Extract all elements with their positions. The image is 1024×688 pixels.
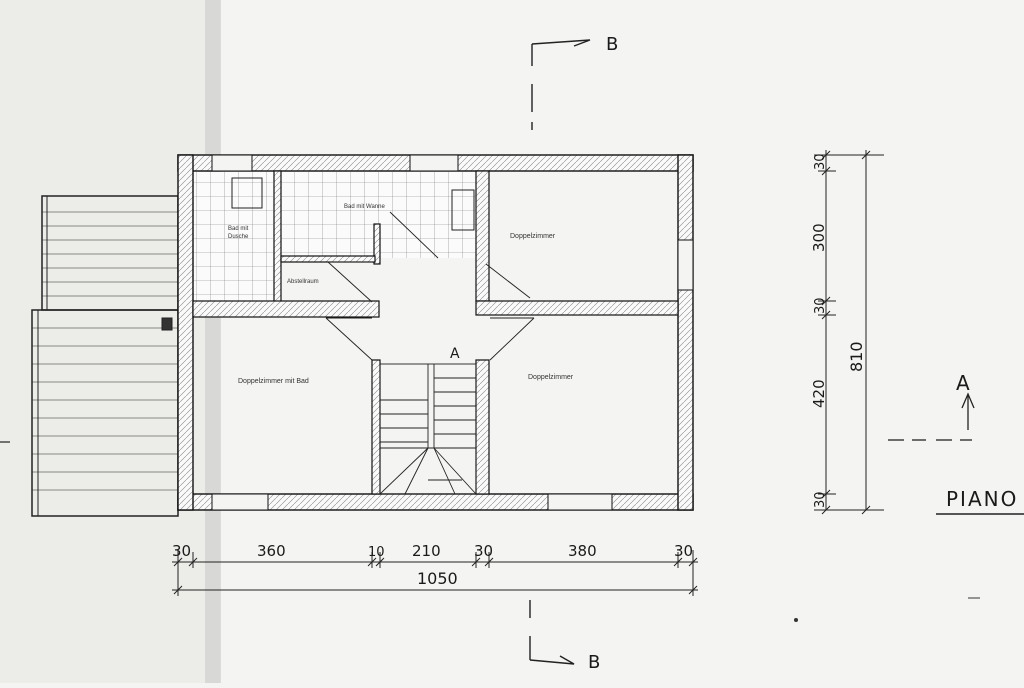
dim-h-3: 10 [368,545,385,560]
dim-v-5: 30 [813,491,828,508]
windows [211,154,694,511]
section-label-a: A [956,371,970,395]
section-label-b-top: B [606,34,618,55]
dim-h-4: 210 [412,542,441,560]
bathroom-shower-tiles [193,172,273,302]
section-marker-b-bottom [529,600,575,665]
room-label-doppelzimmer-ne: Doppelzimmer [510,233,556,240]
paper-speck [794,618,798,622]
room-label-bad-dusche-2: Dusche [228,234,249,240]
floor-label: PIANO [946,487,1018,511]
horizontal-dimension-line [172,550,698,596]
paper-fold-line [205,0,221,683]
room-label-bad-wanne: Bad mit Wanne [344,204,385,210]
vertical-dimension-line [814,150,884,515]
room-label-bad-dusche-1: Bad mit [228,226,249,232]
bathtub [231,177,475,231]
dim-v-2: 300 [810,223,828,252]
dim-v-1: 30 [813,153,828,170]
interior-walls [192,170,679,495]
staircase [379,363,477,495]
balcony-lower [31,309,179,517]
dim-h-7: 30 [674,542,693,560]
stair-arrow-label: A [450,346,460,362]
dim-v-3: 30 [813,297,828,314]
section-marker-a [888,392,975,441]
door-swings [325,211,535,361]
room-label-doppelzimmer-bad: Doppelzimmer mit Bad [238,378,309,385]
dim-total-width: 1050 [417,569,458,588]
section-marker-b-top [531,39,591,130]
room-label-abstellraum: Abstellraum [287,279,319,285]
dim-v-4: 420 [810,379,828,408]
dim-h-5: 30 [474,542,493,560]
dim-h-1: 30 [172,542,191,560]
dim-h-6: 380 [568,542,597,560]
section-label-b-bottom: B [588,652,600,673]
room-label-doppelzimmer-se: Doppelzimmer [528,374,574,381]
dim-total-height: 810 [847,341,866,372]
dim-h-2: 360 [257,542,286,560]
